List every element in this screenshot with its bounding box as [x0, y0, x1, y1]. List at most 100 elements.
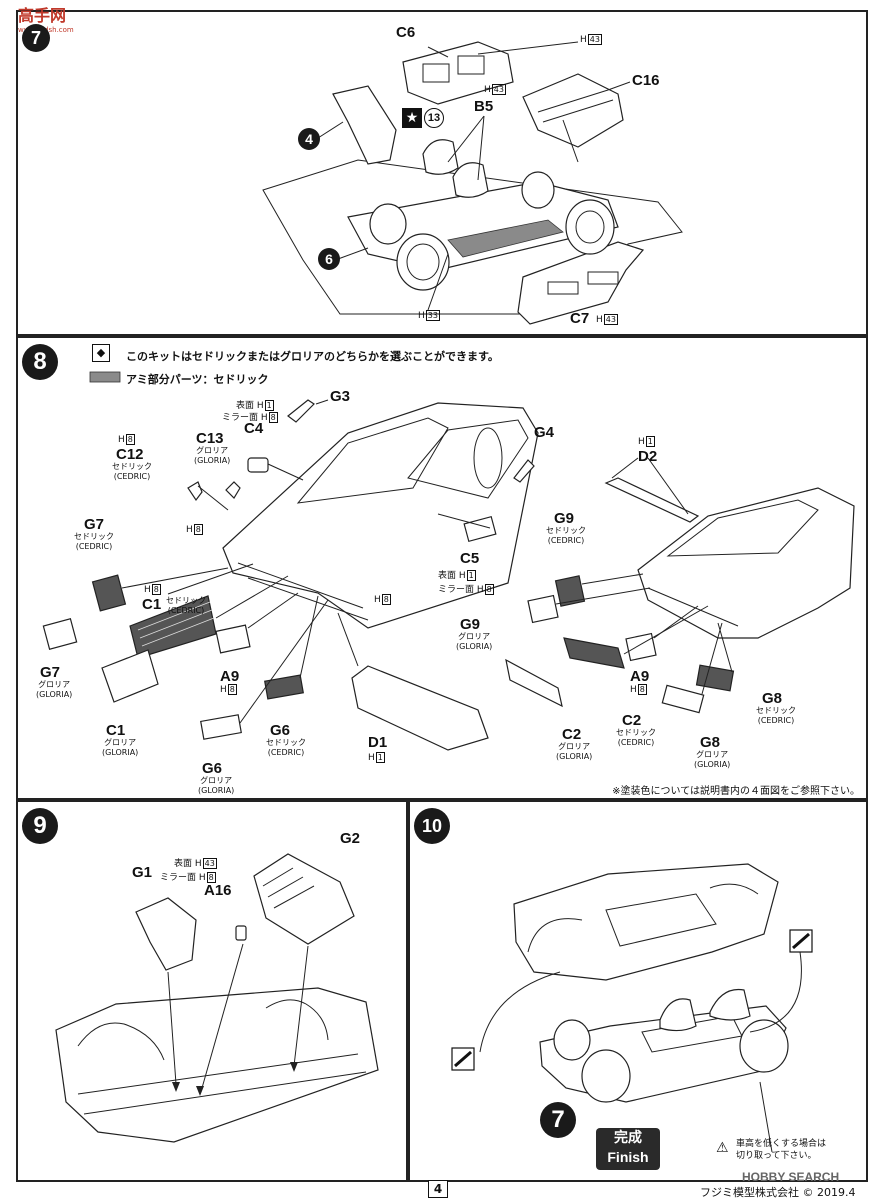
label-d2: D2	[638, 448, 658, 465]
label-d1: D1	[368, 734, 388, 751]
ref-7-badge: 7	[540, 1102, 576, 1138]
step7-floor-mesh	[447, 219, 564, 258]
step10-wheel-rear	[739, 1019, 789, 1073]
footer-company: フジミ模型株式会社 © 2019.4	[700, 1186, 856, 1199]
step10-illustration	[451, 863, 813, 1153]
part-c12-shape	[187, 481, 203, 502]
part-g4-shape	[513, 459, 535, 483]
label-c2-cedric: C2	[622, 712, 642, 729]
wheel-rear-right	[565, 199, 615, 255]
step10-number: 10	[414, 808, 450, 844]
label-c5: C5	[460, 550, 480, 567]
step8-number: 8	[22, 344, 58, 380]
label-c7: C7	[570, 310, 590, 327]
step8-illustration	[42, 371, 855, 751]
step10-body	[513, 863, 779, 981]
label-g8-cedric: G8	[762, 690, 783, 707]
part-g2-shape	[253, 853, 355, 945]
label-c1-gloria: C1	[106, 722, 126, 739]
label-g9-cedric: G9	[554, 510, 575, 527]
part-g8-cedric-shape	[695, 664, 735, 692]
part-c13-shape	[225, 481, 241, 499]
car-body-right	[637, 487, 855, 639]
step7-illustration	[262, 41, 683, 325]
part-g9-cedric-shape	[554, 575, 586, 607]
front-seat-left	[422, 139, 459, 175]
part-c16-shape	[522, 73, 624, 148]
ref-4-badge: 4	[298, 128, 320, 150]
footer-watermark: HOBBY SEARCH	[742, 1170, 840, 1184]
step7-panel: 高手网 www.ssdsh.com 7 C6 H43 C16 H43 B5 ★ …	[16, 6, 868, 336]
label-g1: G1	[132, 864, 153, 881]
step10-wheel-front	[581, 1049, 631, 1103]
part-c4-shape	[247, 457, 269, 473]
choice-icon: ◆	[92, 344, 110, 362]
label-c16: C16	[632, 72, 660, 89]
g7-cedric-variant: セドリック(CEDRIC)	[74, 532, 114, 551]
label-c12: C12	[116, 446, 144, 463]
part-g6-gloria-shape	[200, 714, 242, 740]
part-g3-shape	[287, 399, 315, 423]
label-g6-cedric: G6	[270, 722, 291, 739]
part-g8-gloria-shape	[661, 684, 705, 714]
finish-en: Finish	[607, 1149, 649, 1165]
g6-gloria-variant: グロリア(GLORIA)	[198, 776, 235, 795]
arrow-g2	[290, 1062, 298, 1072]
step9-illustration	[55, 853, 379, 1143]
g9-gloria-variant: グロリア(GLORIA)	[456, 632, 493, 651]
part-c2-cedric-shape	[563, 637, 625, 669]
ref-6-badge: 6	[318, 248, 340, 270]
mesh-note: アミ部分パーツ：セドリック	[126, 373, 269, 386]
finish-badge: 完成 Finish	[596, 1128, 660, 1170]
part-a9-right-shape	[625, 632, 657, 662]
label-g9-gloria: G9	[460, 616, 481, 633]
label-g8-gloria: G8	[700, 734, 721, 751]
paint-13-badge: 13	[424, 108, 444, 128]
caution-icon: ⚠	[716, 1140, 729, 1156]
label-g4: G4	[534, 424, 555, 441]
part-c7-shape	[517, 241, 645, 325]
label-c1-cedric: C1	[142, 596, 162, 613]
star-icon: ★	[402, 108, 422, 128]
part-g7-cedric-shape	[91, 574, 127, 612]
label-a16: A16	[204, 882, 232, 899]
c13-variant: グロリア(GLORIA)	[194, 446, 231, 465]
caution-note: 車高を低くする場合は 切り取って下さい。	[736, 1139, 827, 1161]
arrow-a16	[196, 1086, 204, 1096]
wheel-front-right	[369, 203, 407, 245]
g6-cedric-variant: セドリック(CEDRIC)	[266, 738, 306, 757]
part-4-shape	[332, 85, 397, 165]
g8-cedric-variant: セドリック(CEDRIC)	[756, 706, 796, 725]
label-g7-cedric: G7	[84, 516, 105, 533]
step8-panel: 8 ◆ このキットはセドリックまたはグロリアのどちらかを選ぶことができます。 ア…	[16, 336, 868, 800]
roof-window-left	[407, 419, 529, 499]
g7-gloria-variant: グロリア(GLORIA)	[36, 680, 73, 699]
c2-cedric-variant: セドリック(CEDRIC)	[616, 728, 656, 747]
c12-variant: セドリック(CEDRIC)	[112, 462, 152, 481]
c7-light-right	[587, 271, 619, 285]
label-a9-right: A9	[630, 668, 650, 685]
part-a9-left-shape	[215, 624, 251, 654]
label-b5: B5	[474, 98, 494, 115]
step9-number: 9	[22, 808, 58, 844]
page-number: 4	[428, 1180, 448, 1198]
part-d2-shape	[604, 477, 700, 523]
finish-jp: 完成	[614, 1130, 642, 1146]
part-g1-shape	[135, 897, 197, 971]
part-g7-gloria-shape	[42, 618, 78, 650]
part-a16-shape	[235, 925, 247, 941]
wheel-rear-left	[521, 171, 555, 209]
